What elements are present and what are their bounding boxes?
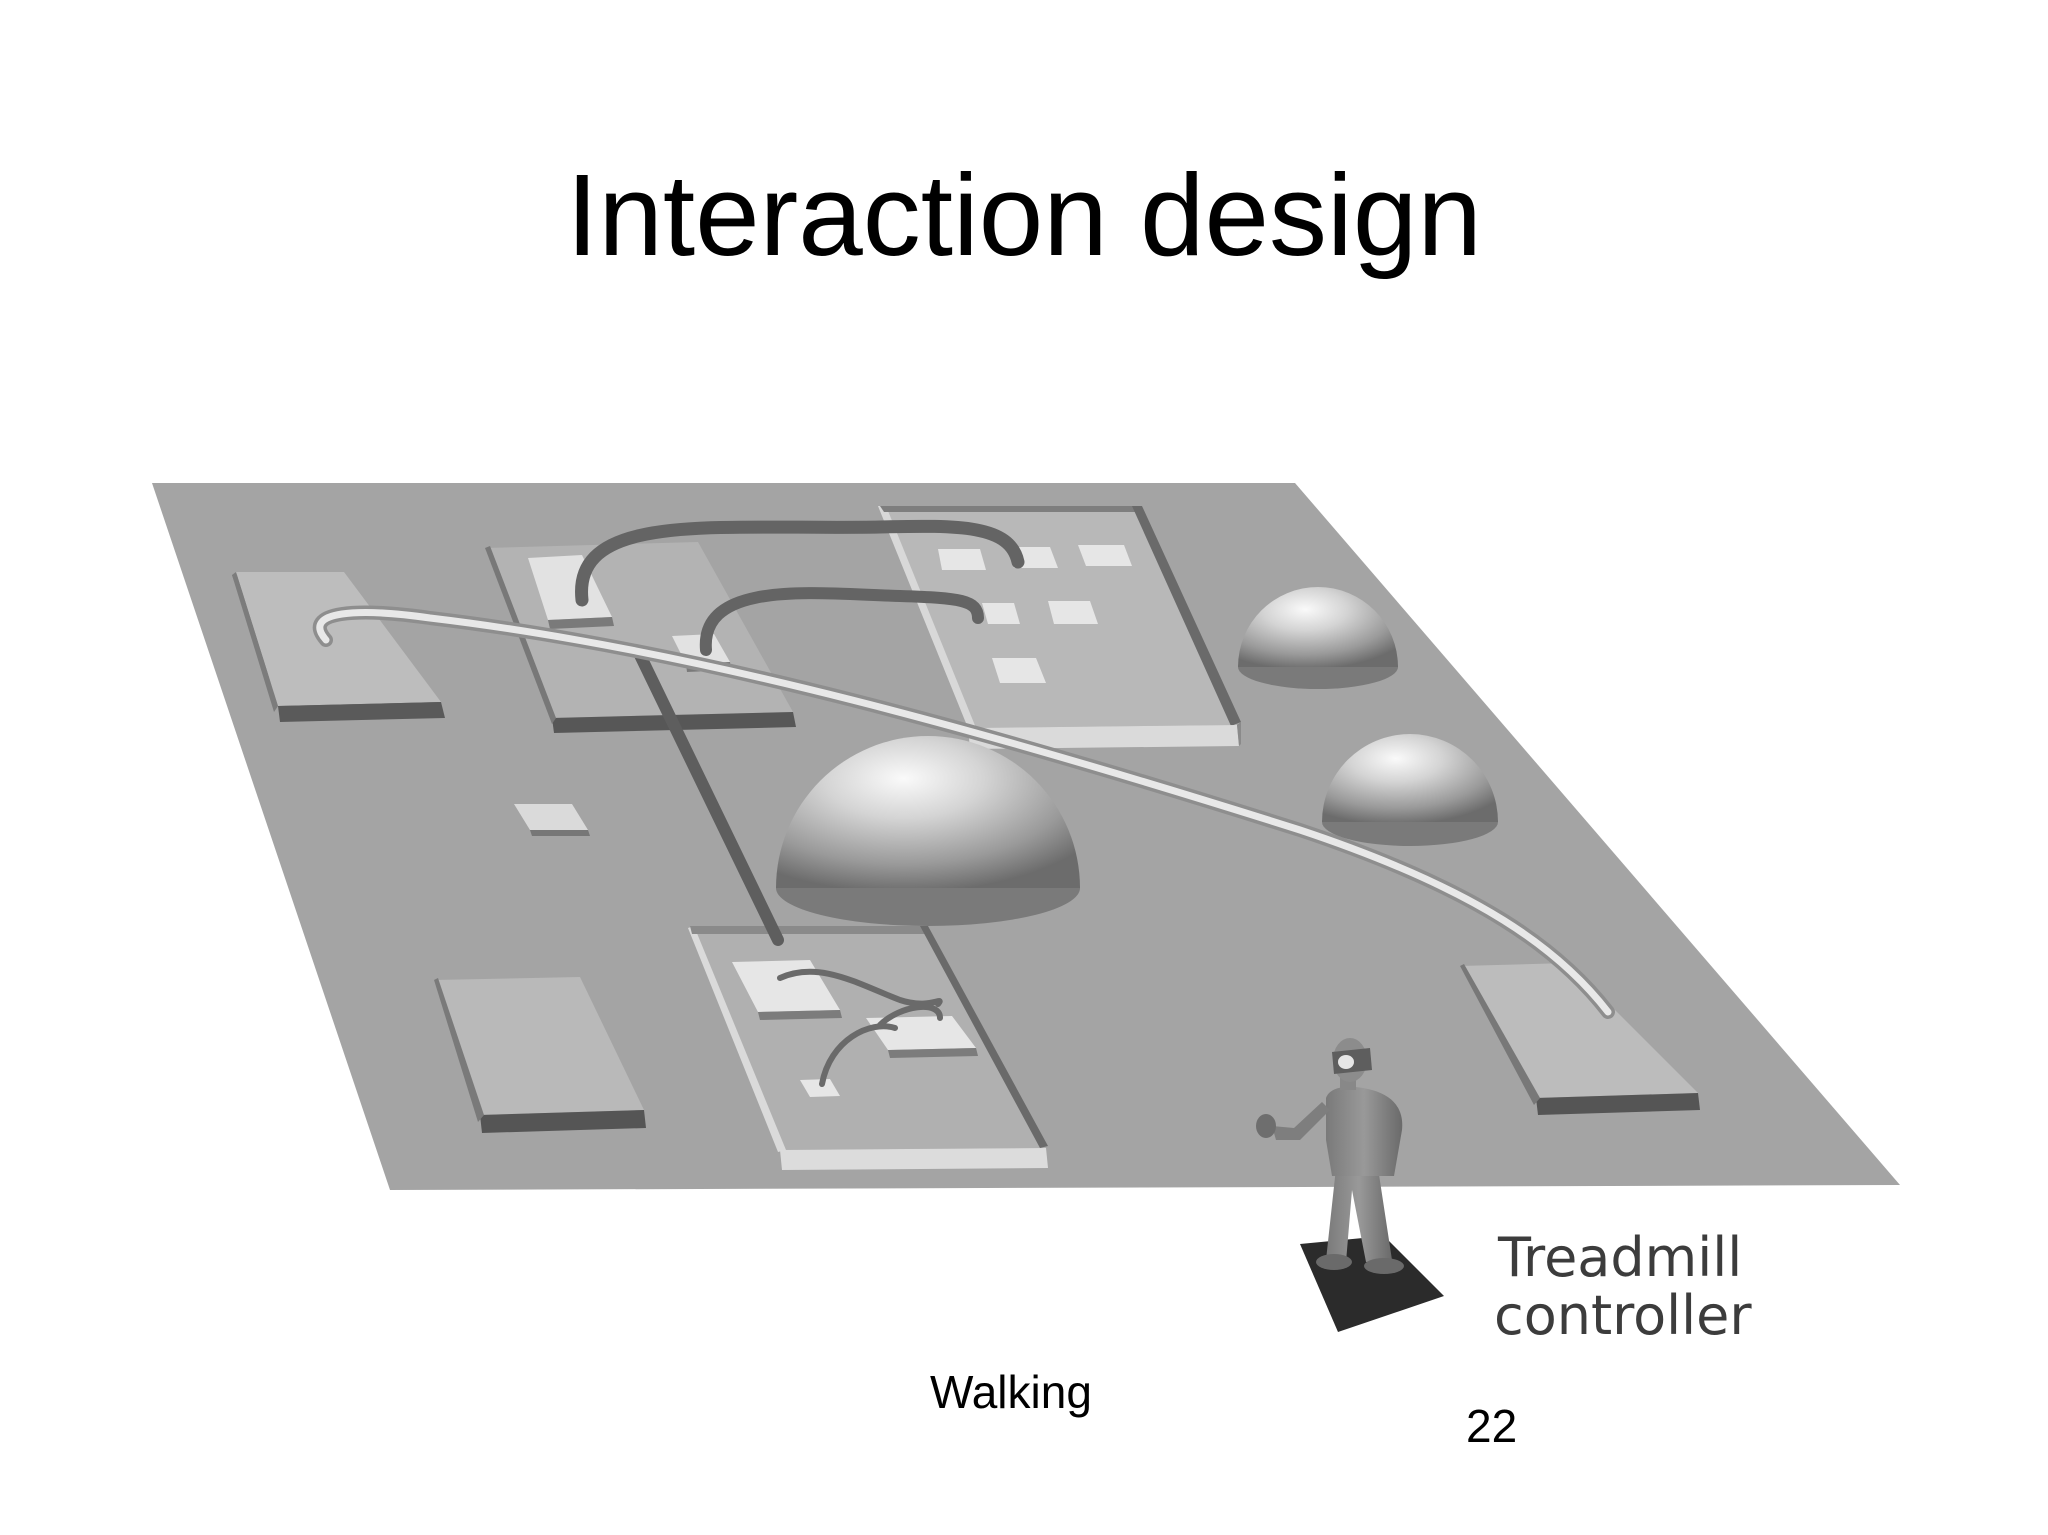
slide-title: Interaction design [566,150,1482,280]
slide-number: 22 [1466,1400,1518,1452]
panel-top-right [878,506,1241,749]
paths [575,519,1025,1087]
treadmill-label-line-2: controller [1494,1284,1752,1347]
panel-bottom-middle [688,926,1048,1170]
walking-path-highlight [312,605,1615,1019]
person-figure [1256,1038,1404,1274]
dome-large [776,736,1080,926]
treadmill-label-line-1: Treadmill [1497,1226,1742,1289]
panel-bottom-right [1460,963,1700,1115]
panel-top-left [232,572,445,722]
slide-caption: Walking [930,1366,1092,1418]
floor-tile-small [514,804,588,830]
dome-upper-right [1238,587,1398,689]
dome-right [1322,734,1498,846]
panel-bottom-left [434,977,646,1133]
